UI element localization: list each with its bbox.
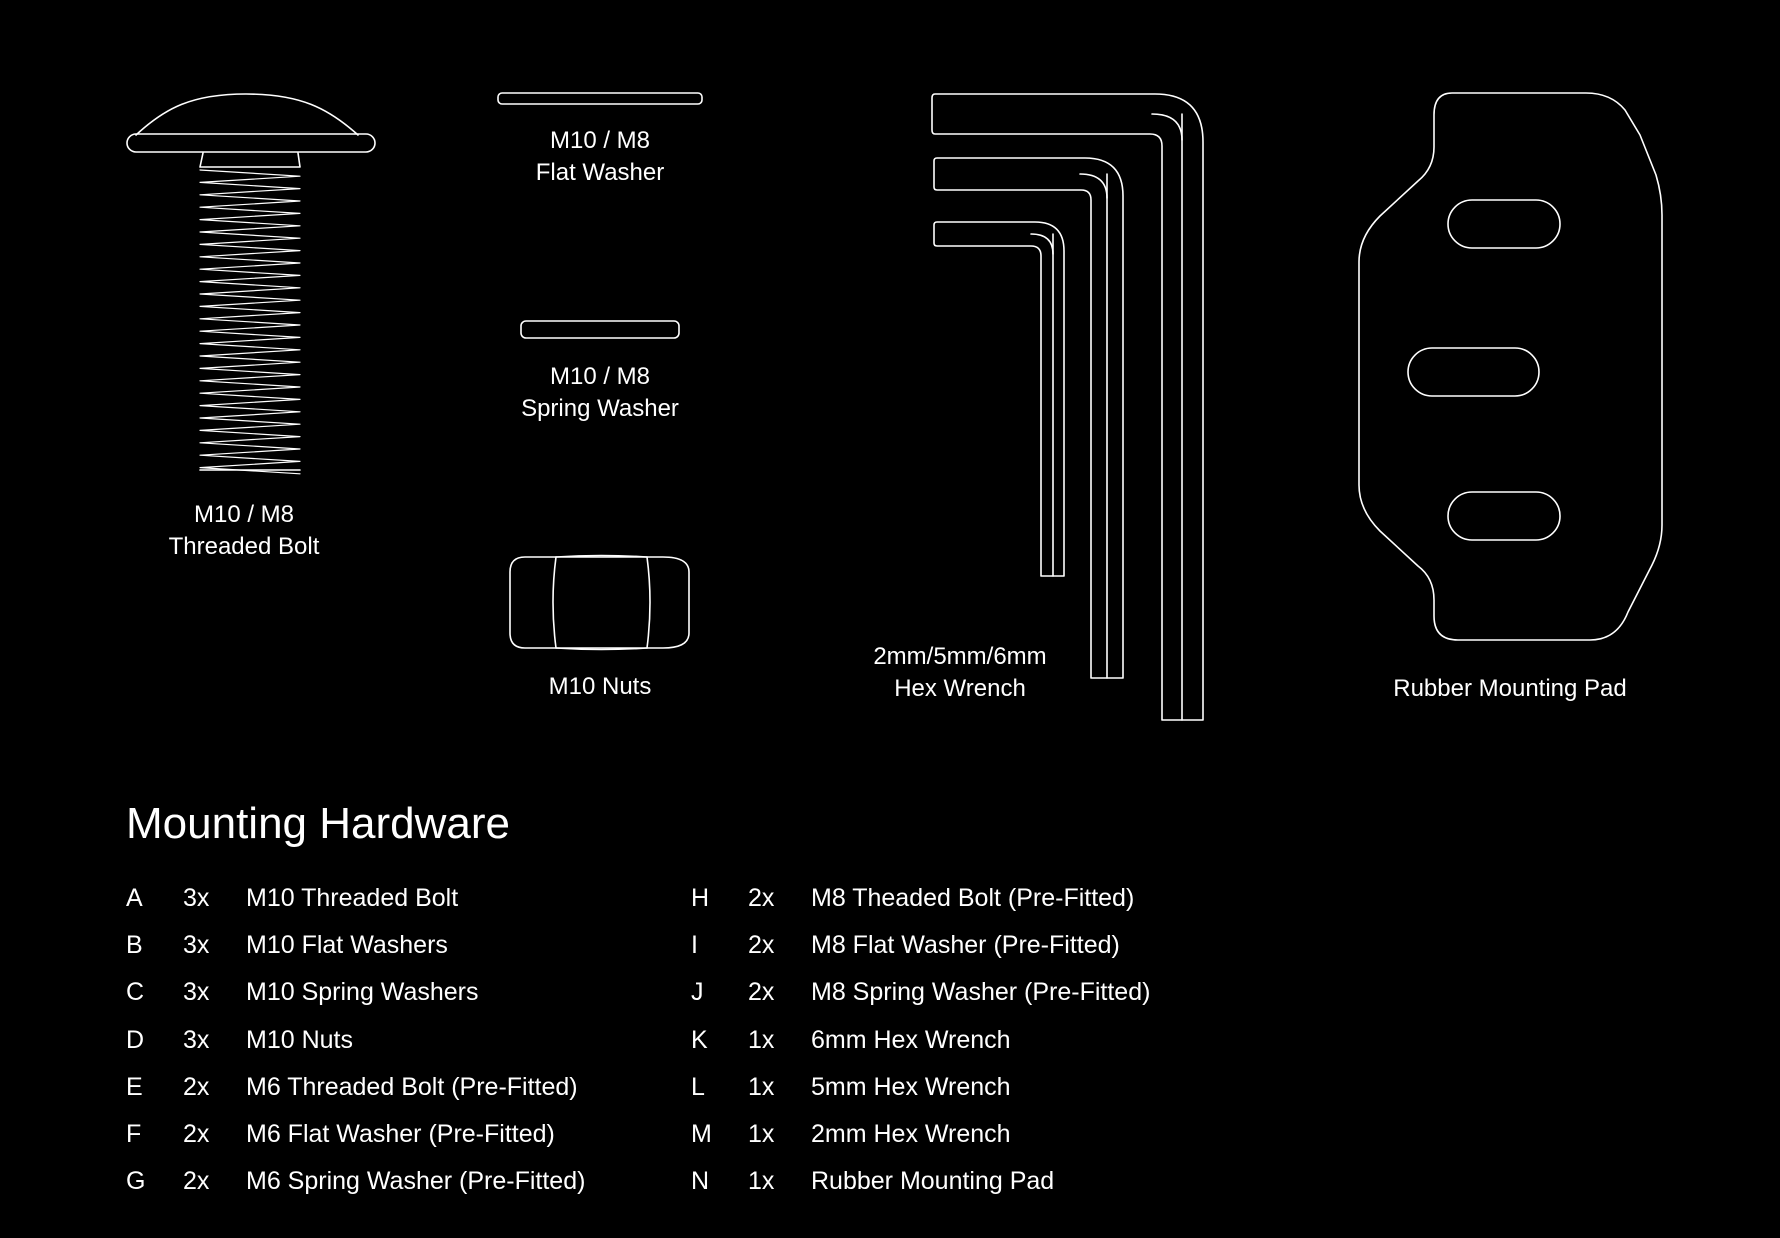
spring-washer-label: M10 / M8 Spring Washer — [521, 363, 679, 422]
item-code: C — [126, 978, 145, 1007]
item-quantity: 1x — [748, 1072, 775, 1101]
item-code: D — [126, 1025, 145, 1054]
item-quantity: 2x — [748, 978, 775, 1007]
nuts-label: M10 Nuts — [548, 673, 652, 700]
item-code: H — [691, 884, 710, 913]
item-code: M — [691, 1120, 712, 1149]
item-name: M10 Nuts — [246, 1025, 353, 1054]
item-name: Rubber Mounting Pad — [811, 1167, 1055, 1196]
item-quantity: 1x — [748, 1120, 775, 1149]
bolt-label: M10 / M8 Threaded Bolt — [168, 501, 320, 560]
item-code: L — [691, 1072, 705, 1101]
item-name: M6 Flat Washer (Pre-Fitted) — [246, 1120, 555, 1149]
item-name: 6mm Hex Wrench — [811, 1025, 1011, 1054]
bolt-illustration — [126, 93, 376, 475]
item-code: J — [691, 978, 704, 1007]
item-quantity: 2x — [183, 1167, 210, 1196]
item-quantity: 2x — [183, 1072, 210, 1101]
hardware-item: A 3x M10 Threaded Bolt — [126, 875, 585, 922]
item-quantity: 3x — [183, 1025, 210, 1054]
item-name: M8 Spring Washer (Pre-Fitted) — [811, 978, 1151, 1007]
item-quantity: 3x — [183, 931, 210, 960]
rubber-pad-illustration — [1358, 92, 1663, 641]
section-title: Mounting Hardware — [126, 799, 510, 848]
hardware-item: F 2x M6 Flat Washer (Pre-Fitted) — [126, 1111, 585, 1158]
hardware-list-right: H 2x M8 Theaded Bolt (Pre-Fitted) I 2x M8 Fla… — [691, 875, 1150, 1205]
nut-illustration — [509, 554, 690, 651]
hardware-item: B 3x M10 Flat Washers — [126, 922, 585, 969]
hex-wrench-label: 2mm/5mm/6mm Hex Wrench — [873, 643, 1047, 702]
hardware-item: E 2x M6 Threaded Bolt (Pre-Fitted) — [126, 1064, 585, 1111]
hardware-item: M 1x 2mm Hex Wrench — [691, 1111, 1150, 1158]
hardware-item: H 2x M8 Theaded Bolt (Pre-Fitted) — [691, 875, 1150, 922]
item-quantity: 1x — [748, 1167, 775, 1196]
hardware-item: G 2x M6 Spring Washer (Pre-Fitted) — [126, 1158, 585, 1205]
item-code: N — [691, 1167, 710, 1196]
flat-washer-illustration — [497, 92, 703, 105]
item-name: 2mm Hex Wrench — [811, 1120, 1011, 1149]
item-name: M10 Flat Washers — [246, 931, 448, 960]
item-code: E — [126, 1072, 143, 1101]
item-code: K — [691, 1025, 708, 1054]
rubber-pad-label: Rubber Mounting Pad — [1393, 675, 1627, 702]
spring-washer-illustration — [520, 320, 680, 339]
hardware-item: I 2x M8 Flat Washer (Pre-Fitted) — [691, 922, 1150, 969]
item-name: M8 Theaded Bolt (Pre-Fitted) — [811, 884, 1135, 913]
item-quantity: 2x — [748, 884, 775, 913]
flat-washer-label: M10 / M8 Flat Washer — [535, 127, 665, 186]
hardware-item: D 3x M10 Nuts — [126, 1017, 585, 1064]
item-code: I — [691, 931, 698, 960]
item-quantity: 3x — [183, 978, 210, 1007]
item-code: G — [126, 1167, 146, 1196]
item-code: F — [126, 1120, 142, 1149]
hardware-item: N 1x Rubber Mounting Pad — [691, 1158, 1150, 1205]
hardware-item: J 2x M8 Spring Washer (Pre-Fitted) — [691, 969, 1150, 1016]
item-quantity: 2x — [183, 1120, 210, 1149]
item-quantity: 2x — [748, 931, 775, 960]
item-name: M10 Spring Washers — [246, 978, 479, 1007]
hex-wrench-illustration — [931, 93, 1204, 721]
item-name: M10 Threaded Bolt — [246, 884, 459, 913]
item-name: M8 Flat Washer (Pre-Fitted) — [811, 931, 1120, 960]
hardware-item: K 1x 6mm Hex Wrench — [691, 1017, 1150, 1064]
item-quantity: 3x — [183, 884, 210, 913]
hardware-item: C 3x M10 Spring Washers — [126, 969, 585, 1016]
item-name: M6 Spring Washer (Pre-Fitted) — [246, 1167, 586, 1196]
item-name: M6 Threaded Bolt (Pre-Fitted) — [246, 1072, 578, 1101]
hardware-item: L 1x 5mm Hex Wrench — [691, 1064, 1150, 1111]
item-code: B — [126, 931, 143, 960]
item-code: A — [126, 884, 143, 913]
item-quantity: 1x — [748, 1025, 775, 1054]
item-name: 5mm Hex Wrench — [811, 1072, 1011, 1101]
